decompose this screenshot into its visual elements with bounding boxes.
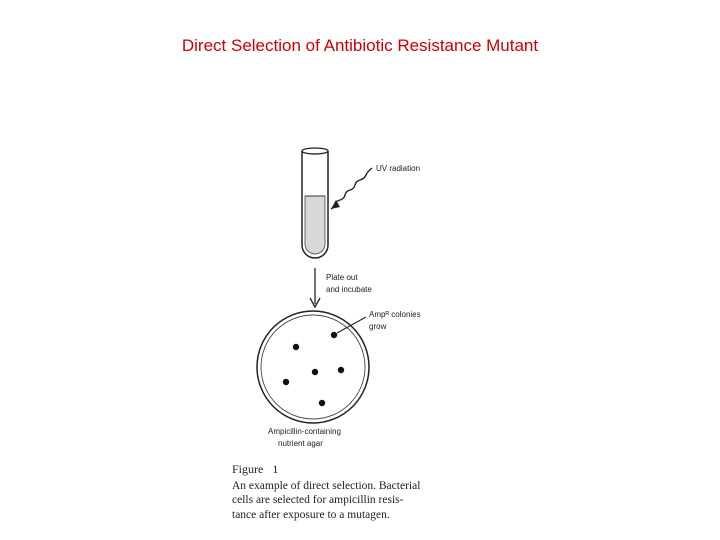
nutrient-agar-label: nutrient agar [278, 439, 323, 448]
agar-label: Ampicillin-containing [268, 427, 341, 436]
grow-label: grow [369, 322, 387, 331]
colony [318, 399, 326, 407]
slide-title: Direct Selection of Antibiotic Resistanc… [181, 36, 539, 55]
colony [337, 366, 345, 374]
amp-colonies-pointer [336, 316, 367, 334]
caption-line-1: An example of direct selection. Bacteria… [232, 480, 420, 492]
uv-radiation-label: UV radiation [376, 164, 420, 173]
test-tube [301, 147, 329, 259]
colony [292, 343, 300, 351]
colonies [282, 331, 345, 407]
amp-colonies-label: Ampᴿ colonies [369, 310, 421, 319]
colony [311, 368, 319, 376]
uv-radiation-arrow [330, 167, 373, 210]
plate-out-arrow [309, 268, 321, 309]
caption-line-3: tance after exposure to a mutagen. [232, 509, 390, 521]
plate-out-label: Plate out [326, 273, 358, 282]
petri-dish [256, 310, 370, 424]
colony [282, 378, 290, 386]
colony [330, 331, 338, 339]
incubate-label: and incubate [326, 285, 372, 294]
figure-heading: Figure 1 [232, 462, 278, 476]
caption-line-2: cells are selected for ampicillin resis- [232, 494, 404, 506]
